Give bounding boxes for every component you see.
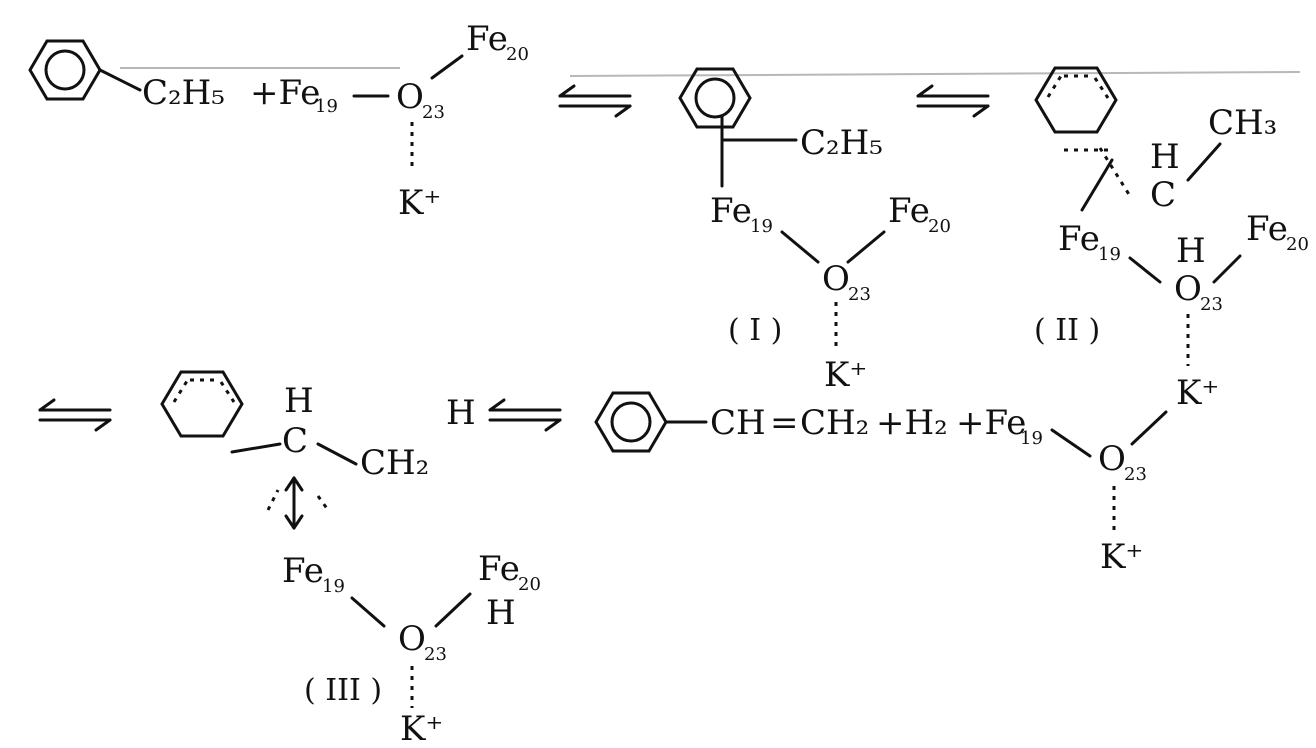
hydrogen-on-oxygen: H bbox=[1176, 231, 1206, 271]
oxygen-atom: O bbox=[398, 619, 426, 659]
benzene-ring bbox=[28, 39, 102, 101]
fe-subscript: 19 bbox=[1020, 428, 1043, 449]
double-bond: = bbox=[770, 403, 799, 443]
pi-bond-to-fe bbox=[1080, 158, 1114, 212]
carbon-atom: C bbox=[1150, 175, 1176, 215]
vinyl-ch: CH bbox=[710, 403, 766, 443]
oxygen-subscript: 23 bbox=[1200, 294, 1223, 315]
oxygen-atom: O bbox=[1174, 269, 1202, 309]
bond bbox=[350, 596, 386, 628]
bond bbox=[434, 592, 472, 628]
cyclohexadienyl-ring bbox=[1034, 66, 1118, 152]
fe20-atom: Fe bbox=[466, 19, 508, 59]
fe19-subscript: 19 bbox=[322, 576, 345, 597]
plus-fe: +Fe bbox=[250, 73, 320, 113]
fe-subscript: 19 bbox=[315, 96, 338, 117]
arrow-head bbox=[284, 514, 296, 530]
oxygen-subscript: 23 bbox=[422, 102, 445, 123]
fe20-subscript: 20 bbox=[506, 44, 529, 65]
potassium-ion: K⁺ bbox=[824, 355, 867, 395]
potassium-ion: K⁺ bbox=[398, 183, 441, 223]
bond bbox=[780, 230, 820, 264]
interaction bbox=[266, 489, 280, 511]
bond bbox=[1128, 256, 1162, 284]
bond bbox=[846, 230, 886, 264]
oxygen-subscript: 23 bbox=[1124, 464, 1147, 485]
intermediate-label: ( I ) bbox=[728, 313, 782, 348]
bond bbox=[316, 442, 358, 466]
fe19-subscript: 19 bbox=[1098, 244, 1121, 265]
ethyl-group: C₂H₅ bbox=[142, 73, 225, 113]
benzene-ring bbox=[678, 67, 752, 129]
cyclohexadienyl-ring bbox=[160, 370, 244, 438]
fe20-atom: Fe bbox=[888, 191, 930, 231]
scan-rule bbox=[569, 71, 1301, 77]
oxygen-subscript: 23 bbox=[424, 644, 447, 665]
hydrogen-on-fe20: H bbox=[486, 593, 516, 633]
arrow-head bbox=[292, 476, 304, 492]
oxygen-atom: O bbox=[822, 259, 850, 299]
oxygen-atom: O bbox=[396, 77, 424, 117]
vinyl-ch2: CH₂ bbox=[800, 403, 869, 443]
bond bbox=[1050, 428, 1092, 458]
equilibrium-arrow bbox=[916, 84, 990, 118]
plus-fe: +Fe bbox=[956, 403, 1026, 443]
fe19-atom: Fe bbox=[1058, 219, 1100, 259]
arrow-head bbox=[284, 476, 296, 492]
fe20-subscript: 20 bbox=[518, 574, 541, 595]
methyl-group: CH₃ bbox=[1208, 103, 1277, 143]
hydrogen-atom: H bbox=[284, 381, 314, 421]
methylene-group: CH₂ bbox=[360, 443, 429, 483]
benzene-ring bbox=[594, 391, 668, 453]
fe20-subscript: 20 bbox=[928, 216, 951, 237]
fe20-atom: Fe bbox=[1246, 209, 1288, 249]
equilibrium-arrow bbox=[488, 398, 562, 432]
intermediate-label: ( II ) bbox=[1034, 313, 1100, 348]
bond bbox=[98, 68, 142, 92]
potassium-ion: K⁺ bbox=[400, 709, 443, 748]
ethyl-group: C₂H₅ bbox=[800, 123, 883, 163]
bond bbox=[1130, 410, 1168, 446]
hydrogen-atom: H bbox=[446, 393, 476, 433]
fe20-subscript: 20 bbox=[1286, 234, 1309, 255]
potassium-ion: K⁺ bbox=[1176, 373, 1219, 413]
plus-hydrogen: +H₂ bbox=[876, 403, 948, 443]
fe19-atom: Fe bbox=[282, 551, 324, 591]
potassium-ion: K⁺ bbox=[1100, 537, 1143, 577]
bond bbox=[1212, 254, 1242, 284]
carbon-atom: C bbox=[282, 421, 308, 461]
oxygen-atom: O bbox=[1098, 439, 1126, 479]
bond bbox=[1186, 142, 1222, 182]
equilibrium-arrow bbox=[558, 84, 632, 118]
equilibrium-arrow bbox=[38, 398, 112, 432]
bond bbox=[230, 442, 282, 454]
interaction bbox=[316, 495, 330, 511]
fe19-subscript: 19 bbox=[750, 216, 773, 237]
fe19-atom: Fe bbox=[710, 191, 752, 231]
oxygen-subscript: 23 bbox=[848, 284, 871, 305]
arrow-head bbox=[292, 514, 304, 530]
hydrogen-atom: H bbox=[1150, 137, 1180, 177]
bond bbox=[430, 54, 464, 80]
fe20-atom: Fe bbox=[478, 549, 520, 589]
intermediate-label: ( III ) bbox=[304, 673, 382, 708]
